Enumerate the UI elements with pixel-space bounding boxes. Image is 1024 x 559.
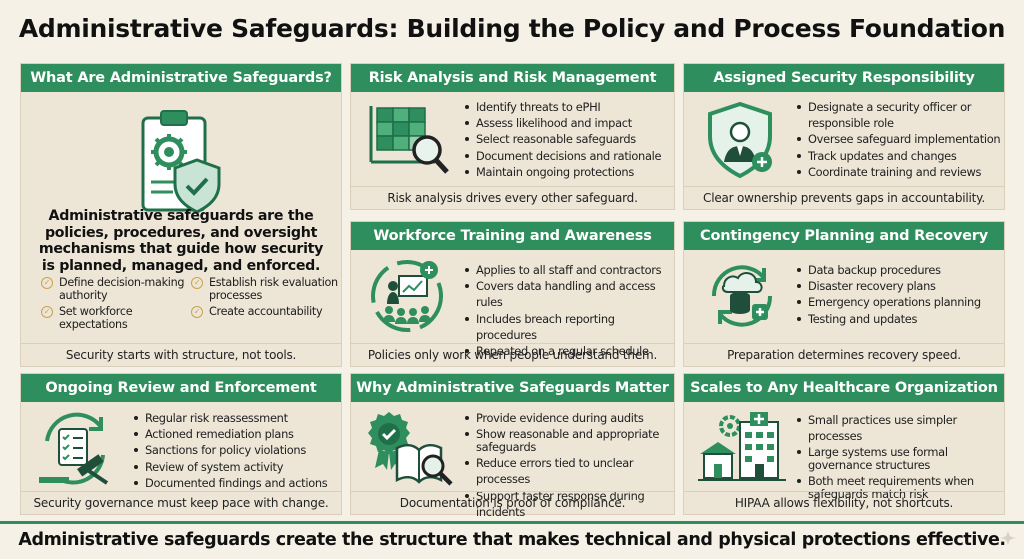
contingency-card: Contingency Planning and Recovery Data b… (683, 221, 1005, 367)
training-card: Workforce Training and Awareness Applies… (350, 221, 675, 367)
list-item: Coordinate training and reviews (796, 164, 1001, 180)
list-item: Document decisions and rationale (464, 148, 669, 164)
list-item: Small practices use simpler processes (796, 412, 1001, 444)
check-icon: ✓ (191, 306, 203, 318)
list-item: Testing and updates (796, 311, 1001, 327)
contingency-card-heading: Contingency Planning and Recovery (684, 222, 1004, 250)
contingency-card-footer: Preparation determines recovery speed. (684, 343, 1004, 366)
scales-card-footer: HIPAA allows flexibility, not shortcuts. (684, 491, 1004, 514)
training-presentation-icon (367, 256, 453, 341)
list-item: Emergency operations planning (796, 294, 1001, 310)
contingency-bullets: Data backup procedures Disaster recovery… (796, 262, 1001, 327)
responsibility-bullets: Designate a security officer or responsi… (796, 99, 1001, 180)
training-card-heading: Workforce Training and Awareness (351, 222, 674, 250)
check-icon: ✓ (41, 277, 53, 289)
responsibility-card: Assigned Security Responsibility Designa… (683, 63, 1005, 210)
training-bullets: Applies to all staff and contractors Cov… (464, 262, 672, 359)
responsibility-card-heading: Assigned Security Responsibility (684, 64, 1004, 92)
review-card-footer: Security governance must keep pace with … (21, 491, 341, 514)
clinic-hospital-icon (696, 408, 788, 493)
matter-card-heading: Why Administrative Safeguards Matter (351, 374, 674, 402)
list-item: Repeated on a regular schedule (464, 343, 672, 359)
sparkle-icon (1000, 530, 1016, 551)
list-item: Designate a security officer or responsi… (796, 99, 1001, 131)
check-item: ✓Set workforce expectations (41, 305, 191, 331)
risk-card-heading: Risk Analysis and Risk Management (351, 64, 674, 92)
seal-book-magnifier-icon (365, 408, 457, 493)
clipboard-gear-shield-icon (139, 108, 225, 223)
intro-card-footer: Security starts with structure, not tool… (21, 343, 341, 366)
list-item: Track updates and changes (796, 148, 1001, 164)
intro-card-heading: What Are Administrative Safeguards? (21, 64, 341, 92)
training-card-footer: Policies only work when people understan… (351, 343, 674, 366)
scales-card-heading: Scales to Any Healthcare Organization (684, 374, 1004, 402)
risk-card: Risk Analysis and Risk Management Identi… (350, 63, 675, 210)
list-item: Select reasonable safeguards (464, 131, 669, 147)
list-item: Disaster recovery plans (796, 278, 1001, 294)
officer-shield-icon (704, 100, 780, 185)
list-item: Provide evidence during audits (464, 410, 672, 426)
review-gavel-icon (33, 407, 123, 494)
list-item: Support faster response during incidents (464, 488, 672, 520)
intro-checks: ✓Define decision-making authority ✓Estab… (41, 276, 341, 331)
responsibility-card-footer: Clear ownership prevents gaps in account… (684, 186, 1004, 209)
list-item: Includes breach reporting procedures (464, 311, 672, 343)
list-item: Documented findings and actions (133, 475, 338, 491)
list-item: Actioned remediation plans (133, 426, 338, 442)
scales-card: Scales to Any Healthcare Organization Sm… (683, 373, 1005, 515)
risk-card-footer: Risk analysis drives every other safegua… (351, 186, 674, 209)
matter-card: Why Administrative Safeguards Matter Pro… (350, 373, 675, 519)
list-item: Oversee safeguard implementation (796, 131, 1001, 147)
check-icon: ✓ (191, 277, 203, 289)
list-item: Applies to all staff and contractors (464, 262, 672, 278)
risk-bullets: Identify threats to ePHI Assess likeliho… (464, 99, 669, 180)
list-item: Large systems use formal governance stru… (796, 444, 1001, 473)
list-item: Sanctions for policy violations (133, 442, 338, 458)
scales-bullets: Small practices use simpler processes La… (796, 412, 1001, 502)
intro-card: What Are Administrative Safeguards? Admi… (20, 63, 342, 367)
list-item: Both meet requirements when safeguards m… (796, 473, 1001, 502)
list-item: Regular risk reassessment (133, 410, 338, 426)
list-item: Review of system activity (133, 459, 338, 475)
review-bullets: Regular risk reassessment Actioned remed… (133, 410, 338, 491)
list-item: Identify threats to ePHI (464, 99, 669, 115)
check-item: ✓Create accountability (191, 305, 341, 331)
risk-grid-magnifier-icon (363, 100, 453, 185)
check-item: ✓Establish risk evaluation processes (191, 276, 341, 302)
matter-bullets: Provide evidence during audits Show reas… (464, 410, 672, 520)
intro-lead: Administrative safeguards are the polici… (38, 208, 324, 274)
list-item: Maintain ongoing protections (464, 164, 669, 180)
review-card: Ongoing Review and Enforcement Regular r… (20, 373, 342, 515)
list-item: Show reasonable and appropriate safeguar… (464, 426, 672, 455)
list-item: Data backup procedures (796, 262, 1001, 278)
backup-recovery-icon (702, 256, 782, 341)
list-item: Reduce errors tied to unclear processes (464, 455, 672, 487)
page-footer: Administrative safeguards create the str… (0, 521, 1024, 559)
list-item: Covers data handling and access rules (464, 278, 672, 310)
check-item: ✓Define decision-making authority (41, 276, 191, 302)
matter-card-footer: Documentation is proof of compliance. (351, 491, 674, 514)
page-title: Administrative Safeguards: Building the … (18, 14, 1006, 43)
check-icon: ✓ (41, 306, 53, 318)
list-item: Assess likelihood and impact (464, 115, 669, 131)
review-card-heading: Ongoing Review and Enforcement (21, 374, 341, 402)
